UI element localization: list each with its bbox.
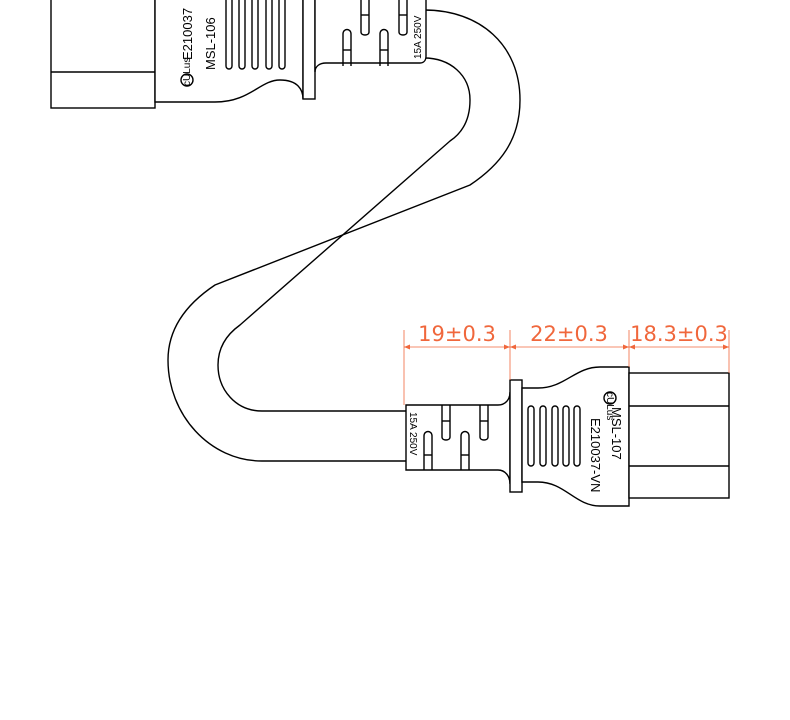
plug-pins	[423, 405, 489, 470]
top-model-label: MSL-106	[203, 17, 218, 70]
bottom-rating-label: 15A 250V	[407, 412, 418, 456]
plug-pins	[342, 0, 408, 66]
bottom-cert-label: E210037-VN	[588, 418, 603, 492]
grip-ribs	[527, 405, 581, 467]
bottom-model-label: MSL-107	[609, 407, 624, 460]
top-ul-mark: cULus	[182, 58, 193, 86]
ul-mark-icon	[180, 73, 194, 87]
top-connector: E210037 MSL-106 cULus 15A 250V	[50, 0, 427, 109]
dimension-plug-length: 19±0.3	[418, 322, 496, 346]
bottom-connector: 15A 250V MSL-107 E210037-VN cULus	[405, 366, 730, 507]
top-rating-label: 15A 250V	[413, 15, 424, 59]
bottom-ul-mark: cULus	[604, 392, 615, 420]
dimension-lines	[403, 330, 730, 405]
cable-inner-edge	[217, 57, 471, 412]
grip-ribs	[225, 0, 286, 70]
ul-mark-icon	[603, 391, 617, 405]
top-cert-label: E210037	[180, 8, 195, 60]
dimension-body-length: 22±0.3	[530, 322, 608, 346]
cable-outer-edge	[167, 9, 521, 462]
dimension-connector-length: 18.3±0.3	[630, 322, 728, 346]
